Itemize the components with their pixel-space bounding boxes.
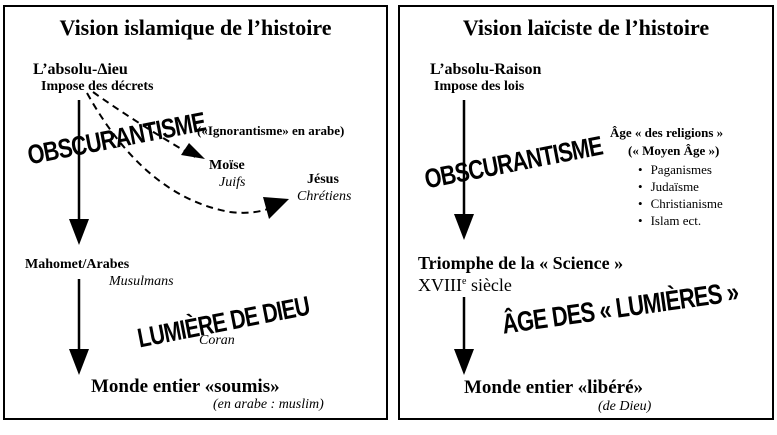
mahomet-label: Mahomet/Arabes — [25, 257, 130, 272]
impose-decrets-label: Impose des décrets — [41, 79, 154, 94]
left-title: Vision islamique de l’histoire — [59, 15, 332, 40]
arrowhead-jesus — [263, 197, 289, 219]
left-diagram-arrows — [69, 91, 289, 375]
religions-list: Paganismes Judaïsme Christianisme Islam … — [638, 161, 723, 229]
triomphe-science-label: Triomphe de la « Science » — [418, 253, 624, 273]
musulmans-label: Musulmans — [109, 274, 174, 289]
right-diagram-arrows — [454, 100, 474, 375]
ignorantisme-note: («Ignorantisme» en arabe) — [197, 123, 345, 138]
monde-soumis-label: Monde entier «soumis» — [91, 376, 280, 397]
absolu-raison-label: L’absolu-Raison — [430, 61, 542, 78]
siecle-label: XVIIIe siècle — [418, 275, 512, 296]
age-religions-label: Âge « des religions » — [610, 125, 724, 140]
absolu-dieu-label: L’absolu-Δieu — [33, 61, 128, 78]
list-item: Paganismes — [638, 161, 723, 178]
impose-lois-label: Impose des lois — [434, 79, 525, 94]
panel-laicist-vision: Vision laïciste de l’histoire L’absolu-R… — [398, 5, 774, 420]
right-arrowhead-1 — [454, 214, 474, 240]
siecle-word: siècle — [466, 275, 512, 295]
moyen-age-label: (« Moyen Âge ») — [628, 143, 720, 158]
chretiens-label: Chrétiens — [297, 189, 352, 204]
moise-label: Moïse — [209, 158, 245, 173]
jesus-label: Jésus — [307, 172, 339, 187]
de-dieu-note: (de Dieu) — [598, 399, 652, 414]
left-arrowhead-1 — [69, 219, 89, 245]
siecle-numeral: XVIII — [418, 275, 462, 295]
left-arrowhead-2 — [69, 349, 89, 375]
list-item: Judaïsme — [638, 178, 723, 195]
right-title: Vision laïciste de l’histoire — [462, 15, 710, 40]
monde-libere-label: Monde entier «libéré» — [464, 377, 644, 398]
list-item: Islam ect. — [638, 212, 723, 229]
siecle-superscript: e — [461, 276, 467, 287]
juifs-label: Juifs — [219, 175, 246, 190]
right-arrowhead-2 — [454, 349, 474, 375]
dashed-arrow-jesus — [86, 92, 274, 214]
muslim-note: (en arabe : muslim) — [213, 397, 324, 412]
list-item: Christianisme — [638, 195, 723, 212]
coran-label: Coran — [199, 333, 235, 348]
panel-islamic-vision: Vision islamique de l’histoire L’absolu-… — [3, 5, 388, 420]
arrowhead-moise — [181, 143, 205, 159]
